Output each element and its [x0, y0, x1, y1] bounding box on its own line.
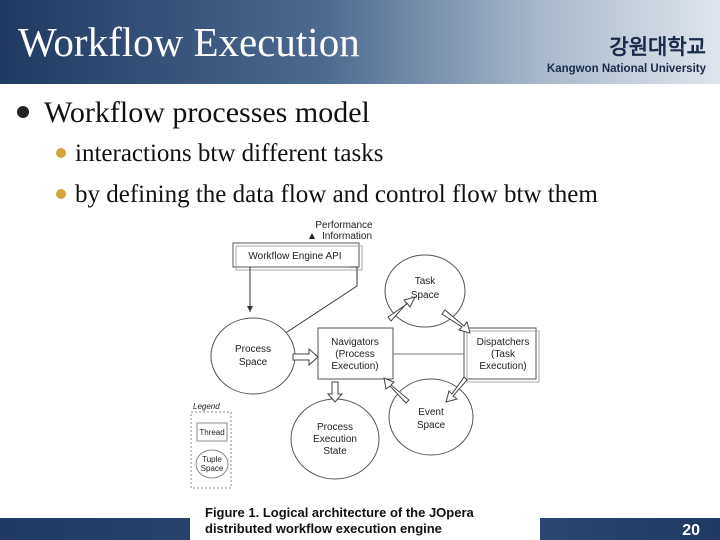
process-navigators-arrow [292, 347, 319, 367]
workflow-engine-api-label: Workflow Engine API [248, 251, 341, 262]
legend-tuple-space-label: Tuple [202, 455, 222, 464]
legend-tuple-space-label: Space [201, 464, 224, 473]
up-arrow-icon [309, 233, 315, 239]
bullet-dot-icon [17, 106, 29, 119]
task-space-label: Task [415, 276, 437, 287]
legend-tuple-space-swatch [195, 449, 229, 479]
university-logo-korean: 강원대학교 [609, 35, 706, 59]
caption-background [190, 496, 540, 540]
navigators-label: Navigators [331, 337, 379, 348]
performance-info-label: Performance [315, 220, 373, 231]
box-shadow [235, 245, 363, 271]
performance-info-label: Information [322, 231, 372, 242]
caption-line-2: distributed workflow execution engine [205, 521, 442, 536]
bullet-dot-icon [56, 189, 66, 200]
architecture-diagram: Performance Information Workflow Engine … [190, 220, 540, 489]
sub-bullet: interactions btw different tasks [56, 140, 383, 168]
legend-thread-swatch [196, 422, 228, 442]
process-execution-state-label: Process [317, 422, 353, 433]
university-logo-english: Kangwon National University [546, 63, 706, 75]
process-execution-state-label: State [323, 446, 347, 457]
process-space-label: Process [235, 344, 271, 355]
navigators-box [317, 327, 394, 380]
sub-bullet: by defining the data flow and control fl… [56, 181, 598, 209]
legend-thread-label: Thread [199, 428, 224, 437]
dispatchers-label: Dispatchers [477, 337, 530, 348]
process-space-label: Space [239, 357, 268, 368]
dispatchers-event-arrow [445, 376, 468, 403]
dispatchers-label: Execution) [479, 361, 526, 372]
event-navigators-arrow [383, 377, 410, 404]
bullet-dot-icon [56, 148, 66, 159]
task-space-circle [384, 254, 466, 328]
task-dispatchers-arrow [441, 309, 471, 334]
page-number: 20 [682, 522, 700, 539]
navigators-label: Execution) [331, 361, 378, 372]
main-bullet-text: Workflow processes model [44, 96, 370, 129]
caption-text: Logical architecture of the JOpera [262, 505, 474, 520]
dispatchers-label: (Task [491, 349, 516, 360]
navigators-label: (Process [335, 349, 374, 360]
header-banner: Workflow Execution 강원대학교 Kangwon Nationa… [0, 0, 720, 84]
process-space-circle [210, 317, 296, 395]
navigators-task-arrow [387, 296, 416, 322]
caption-line-1: Figure 1. Logical architecture of the JO… [205, 505, 545, 521]
box-shadow [466, 330, 540, 383]
workflow-engine-api-box [232, 242, 360, 268]
legend-box [190, 411, 232, 489]
legend-title: Legend [193, 402, 220, 411]
process-execution-state-label: Execution [313, 434, 357, 445]
api-to-navigators-arrow [280, 266, 358, 337]
figure-caption: Figure 1. Logical architecture of the JO… [205, 505, 545, 537]
event-space-label: Space [417, 420, 446, 431]
sub-bullet-text: interactions btw different tasks [75, 140, 384, 167]
navigators-state-arrow [326, 381, 344, 403]
slide-title: Workflow Execution [18, 19, 360, 65]
event-space-label: Event [418, 407, 444, 418]
sub-bullet-text: by defining the data flow and control fl… [75, 181, 598, 208]
task-space-label: Space [411, 290, 440, 301]
dispatchers-box [463, 327, 537, 380]
figure-label: Figure 1. [205, 505, 260, 520]
main-bullet: Workflow processes model [17, 96, 370, 130]
